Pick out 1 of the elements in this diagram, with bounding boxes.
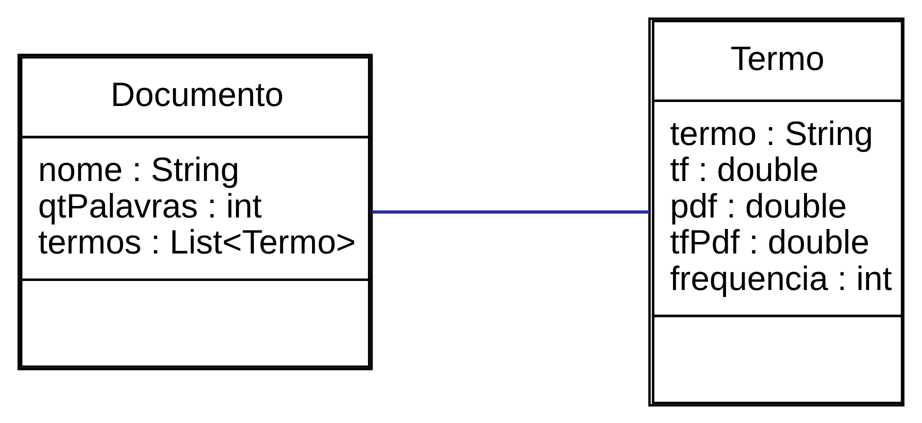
connector — [372, 210, 650, 214]
